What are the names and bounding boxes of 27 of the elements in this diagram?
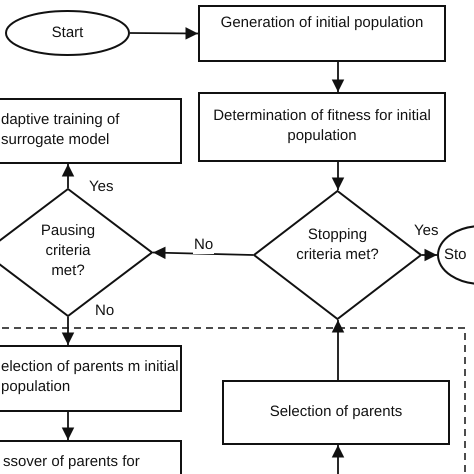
arrow xyxy=(332,445,344,474)
process-box xyxy=(0,345,182,412)
node-text: election of parents m initial population xyxy=(1,357,179,397)
node-text: Determination of fitness for initial population xyxy=(212,106,432,146)
arrow xyxy=(332,62,344,92)
process-box xyxy=(198,5,446,62)
node-text: ssover of parents for xyxy=(3,452,141,472)
terminal-oval xyxy=(5,10,130,56)
arrow xyxy=(62,412,74,440)
decision-text: Stopping criteria met? xyxy=(295,225,380,265)
process-box xyxy=(198,92,446,162)
decision-text: Pausing criteria met? xyxy=(40,221,96,281)
arrow xyxy=(62,317,74,345)
edge-label: No xyxy=(193,236,214,254)
node-text: Generation of initial population xyxy=(220,13,424,33)
arrow xyxy=(152,246,254,260)
arrow xyxy=(62,164,74,188)
process-box xyxy=(222,380,450,445)
node-text: Sto xyxy=(444,245,468,265)
node-text: Start xyxy=(50,23,84,43)
arrow xyxy=(332,320,344,380)
process-box xyxy=(0,98,182,164)
node-text: daptive training of surrogate model xyxy=(1,110,120,150)
arrow xyxy=(422,248,437,262)
arrow xyxy=(130,27,198,40)
arrow xyxy=(332,162,344,190)
node-text: Selection of parents xyxy=(268,402,404,422)
